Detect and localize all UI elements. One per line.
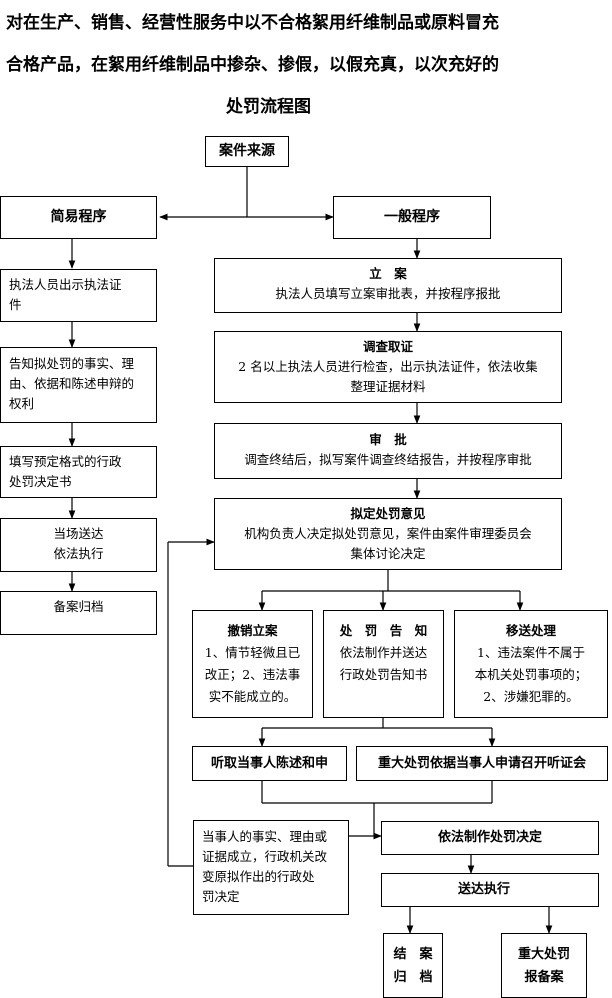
node-penalty-notice: 处 罚 告 知 依法制作并送达 行政处罚告知书 (323, 610, 444, 718)
title-line-1: 对在生产、销售、经营性服务中以不合格絮用纤维制品或原料冒充 (6, 13, 499, 33)
node-filing: 立 案 执法人员填写立案审批表，并按程序报批 (214, 258, 562, 313)
node-simple-step-4: 当场送达 依法执行 (0, 518, 157, 572)
node-simple-step-2: 告知拟处罚的事实、理 由、依据和陈述申辩的 权利 (0, 347, 157, 423)
node-approval: 审 批 调查终结后，拟写案件调查终结报告，并按程序审批 (214, 423, 562, 479)
node-hear-statement: 听取当事人陈述和申 (192, 746, 347, 781)
node-investigation: 调查取证 2 名以上执法人员进行检查，出示执法证件，依法收集 整理证据材料 (214, 331, 562, 403)
title-line-3: 处罚流程图 (226, 97, 311, 117)
node-simple-step-3: 填写预定格式的行政 处罚决定书 (0, 446, 157, 498)
node-general-procedure: 一般程序 (333, 196, 491, 239)
title-line-2: 合格产品，在絮用纤维制品中掺杂、掺假，以假充真，以次充好的 (6, 55, 499, 75)
node-close-archive: 结 案 归 档 (383, 933, 443, 998)
node-deliver-execute: 送达执行 (381, 873, 599, 907)
node-hearing: 重大处罚依据当事人申请召开听证会 (356, 746, 608, 781)
node-simple-step-5: 备案归档 (0, 591, 157, 635)
node-make-decision: 依法制作处罚决定 (381, 821, 599, 855)
node-simple-step-1: 执法人员出示执法证 件 (0, 269, 157, 322)
node-revoke-case: 撤销立案 1、情节轻微且已 改正；2、违法事 实不能成立的。 (192, 610, 313, 718)
node-simple-procedure: 简易程序 (0, 196, 157, 239)
node-case-source: 案件来源 (205, 136, 289, 167)
node-change-decision: 当事人的事实、理由或 证据成立，行政机关改 变原拟作出的行政处 罚决定 (193, 820, 349, 915)
node-report-filing: 重大处罚 报备案 (501, 933, 587, 998)
node-proposal: 拟定处罚意见 机构负责人决定拟处罚意见，案件由案件审理委员会 集体讨论决定 (214, 498, 562, 570)
node-transfer: 移送处理 1、违法案件不属于 本机关处罚事项的； 2、涉嫌犯罪的。 (454, 610, 608, 718)
